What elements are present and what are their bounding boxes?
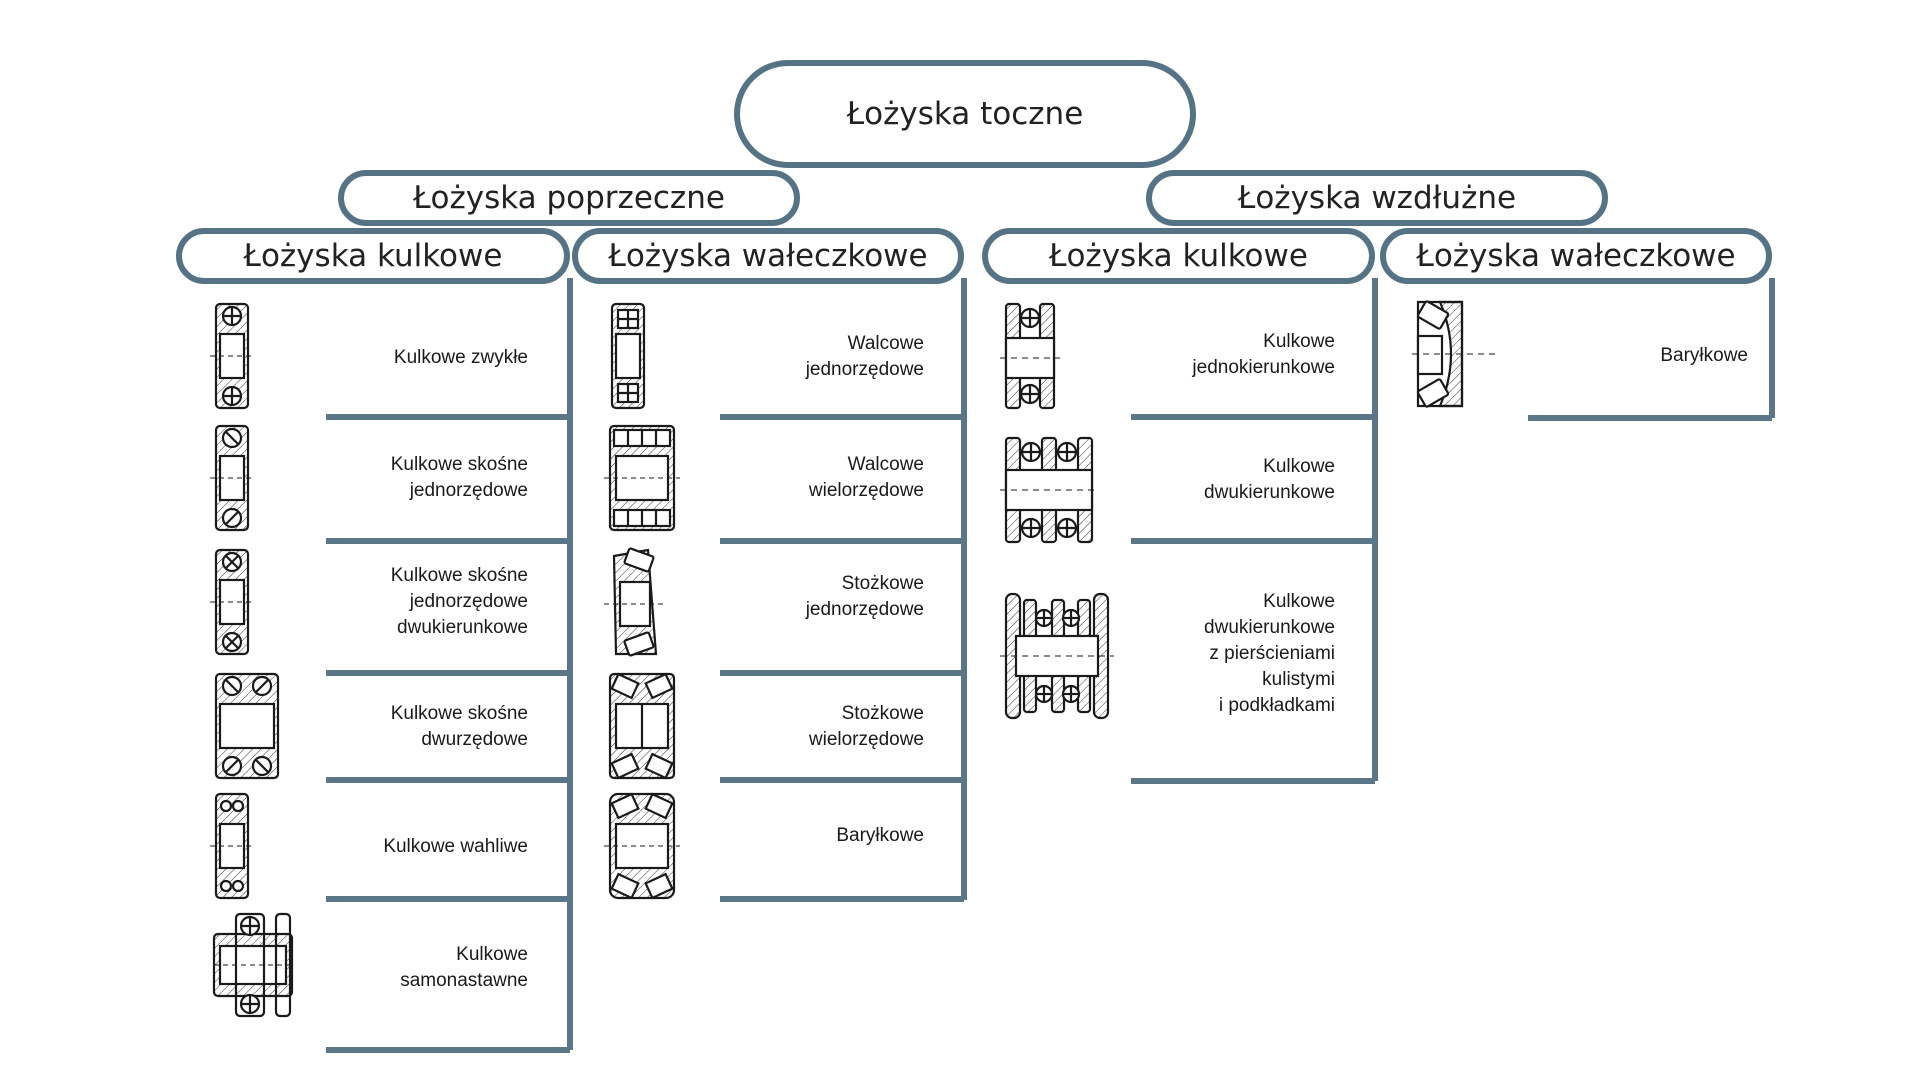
double-row-angular-ball-bearing-icon — [214, 672, 280, 780]
list-item-label: Kulkowe dwukierunkowe — [1204, 456, 1335, 503]
list-item-label: Kulkowe dwukierunkowe z pierścieniami ku… — [1204, 591, 1335, 716]
root-title: Łożyska toczne — [846, 96, 1084, 132]
list-item-label: Stożkowe wielorzędowe — [808, 703, 924, 750]
thrust-roller-node: Łożyska wałeczkowe — [1380, 228, 1772, 284]
thrust-ball-title: Łożyska kulkowe — [1049, 238, 1308, 274]
multi-row-cylindrical-roller-bearing-icon — [604, 424, 680, 532]
list-item-label: Kulkowe skośne jednorzędowe — [390, 454, 528, 501]
thrust-title: Łożyska wzdłużne — [1237, 180, 1517, 216]
radial-bearings-node: Łożyska poprzeczne — [338, 170, 800, 226]
cylindrical-roller-bearing-icon — [610, 302, 646, 410]
list-item-label: Kulkowe skośne dwurzędowe — [390, 703, 528, 750]
tapered-roller-bearing-icon — [604, 547, 664, 657]
double-direction-thrust-ball-bearing-icon — [1000, 436, 1098, 544]
thrust-ball-bearing-with-spherical-washers-icon — [1000, 592, 1114, 720]
thrust-ball-node: Łożyska kulkowe — [982, 228, 1375, 284]
list-item-label: Kulkowe jednokierunkowe — [1192, 331, 1335, 378]
angular-contact-ball-bearing-icon — [210, 424, 254, 532]
list-item-label: Kulkowe zwykłe — [393, 347, 528, 368]
spherical-roller-thrust-bearing-icon — [1412, 300, 1496, 408]
list-item-label: Kulkowe samonastawne — [400, 944, 528, 991]
list-item-label: Baryłkowe — [836, 825, 924, 846]
thrust-bearings-node: Łożyska wzdłużne — [1146, 170, 1608, 226]
list-item-label: Kulkowe skośne jednorzędowe dwukierunkow… — [390, 565, 528, 638]
thrust-roller-title: Łożyska wałeczkowe — [1416, 238, 1736, 274]
list-item-label: Walcowe jednorzędowe — [805, 333, 924, 380]
single-direction-thrust-ball-bearing-icon — [1000, 302, 1060, 410]
self-aligning-housing-ball-bearing-icon — [212, 912, 294, 1018]
spherical-roller-bearing-icon — [604, 792, 680, 900]
double-direction-angular-ball-bearing-icon — [210, 548, 254, 656]
radial-ball-title: Łożyska kulkowe — [243, 238, 503, 274]
multi-row-tapered-roller-bearing-icon — [608, 672, 676, 780]
self-aligning-ball-bearing-icon — [210, 792, 254, 900]
list-item-label: Kulkowe wahliwe — [383, 836, 528, 857]
list-item-label: Walcowe wielorzędowe — [808, 454, 924, 501]
radial-ball-node: Łożyska kulkowe — [176, 228, 570, 284]
deep-groove-ball-bearing-icon — [210, 302, 254, 410]
radial-roller-node: Łożyska wałeczkowe — [572, 228, 964, 284]
radial-roller-title: Łożyska wałeczkowe — [608, 238, 928, 274]
root-node: Łożyska toczne — [734, 60, 1196, 168]
list-item-label: Stożkowe jednorzędowe — [805, 573, 924, 620]
list-item-label: Baryłkowe — [1660, 345, 1748, 366]
radial-title: Łożyska poprzeczne — [413, 180, 725, 216]
